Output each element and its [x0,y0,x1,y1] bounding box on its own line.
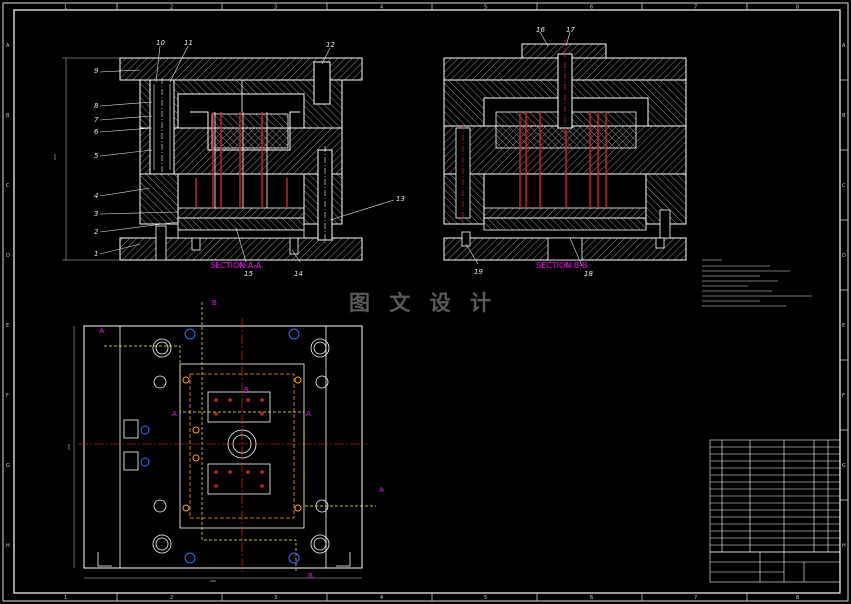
part-number-3: 3 [94,210,98,218]
row-label-G-left: G [6,463,10,469]
plan-view: 300 250 [67,302,376,583]
column-label-3-top: 3 [274,5,277,11]
row-label-H-left: H [6,543,10,549]
plan-marker-b-mid: B [244,386,249,394]
section-a-a-title: SECTION A-A [210,261,262,270]
part-number-4: 4 [94,192,98,200]
plan-marker-a-inner-left: A [172,410,177,418]
column-label-4-bottom: 4 [380,595,383,601]
column-label-7-bottom: 7 [694,595,697,601]
svg-text:300: 300 [210,579,216,583]
section-b-b-view [443,31,687,267]
part-number-15: 15 [244,270,253,278]
column-label-3-bottom: 3 [274,595,277,601]
column-label-4-top: 4 [380,5,383,11]
row-label-D-left: D [6,253,10,259]
technical-notes [702,259,812,307]
part-number-8: 8 [94,102,99,110]
part-number-6: 6 [94,128,99,136]
part-number-7: 7 [94,116,99,124]
row-label-C-left: C [6,183,10,189]
column-label-6-bottom: 6 [590,595,593,601]
row-label-F-left: F [6,393,9,399]
row-label-G-right: G [842,463,846,469]
row-label-A-right: A [842,43,846,49]
row-label-C-right: C [842,183,846,189]
part-number-14: 14 [294,270,303,278]
column-label-6-top: 6 [590,5,593,11]
column-label-1-top: 1 [64,5,67,11]
part-number-12: 12 [326,41,335,49]
column-label-5-bottom: 5 [484,595,487,601]
plan-marker-b-bottom: B [308,572,313,580]
column-label-7-top: 7 [694,5,697,11]
svg-text:250: 250 [67,444,71,450]
row-label-H-right: H [842,543,846,549]
row-label-B-right: B [842,113,846,119]
part-number-1: 1 [94,250,98,258]
part-number-11: 11 [184,39,193,47]
row-label-F-right: F [842,393,845,399]
part-number-17: 17 [566,26,575,34]
part-number-18: 18 [584,270,593,278]
plan-marker-a-right: A [379,486,384,494]
column-label-1-bottom: 1 [64,595,67,601]
column-label-8-bottom: 8 [796,595,799,601]
column-label-8-top: 8 [796,5,799,11]
row-label-D-right: D [842,253,846,259]
part-number-9: 9 [94,67,99,75]
section-a-a-view: 255 [53,45,395,263]
row-label-B-left: B [6,113,10,119]
section-b-b-title: SECTION B-B [536,261,587,270]
part-number-13: 13 [396,195,405,203]
part-number-5: 5 [94,152,99,160]
plan-marker-a-left: A [99,327,104,335]
part-number-10: 10 [156,39,165,47]
row-label-A-left: A [6,43,10,49]
watermark-logo: 图 文 设 计 [348,283,498,321]
row-label-E-right: E [842,323,845,329]
row-label-E-left: E [6,323,9,329]
title-block [709,439,841,583]
part-number-2: 2 [94,228,99,236]
part-number-16: 16 [536,26,545,34]
plan-marker-b-top: B [212,299,217,307]
watermark-text: 图 文 设 计 [349,291,497,315]
column-label-5-top: 5 [484,5,487,11]
column-label-2-top: 2 [170,5,173,11]
part-number-19: 19 [474,268,483,276]
plan-marker-a-inner-right: A [306,410,311,418]
column-label-2-bottom: 2 [170,595,173,601]
svg-text:255: 255 [53,154,57,160]
